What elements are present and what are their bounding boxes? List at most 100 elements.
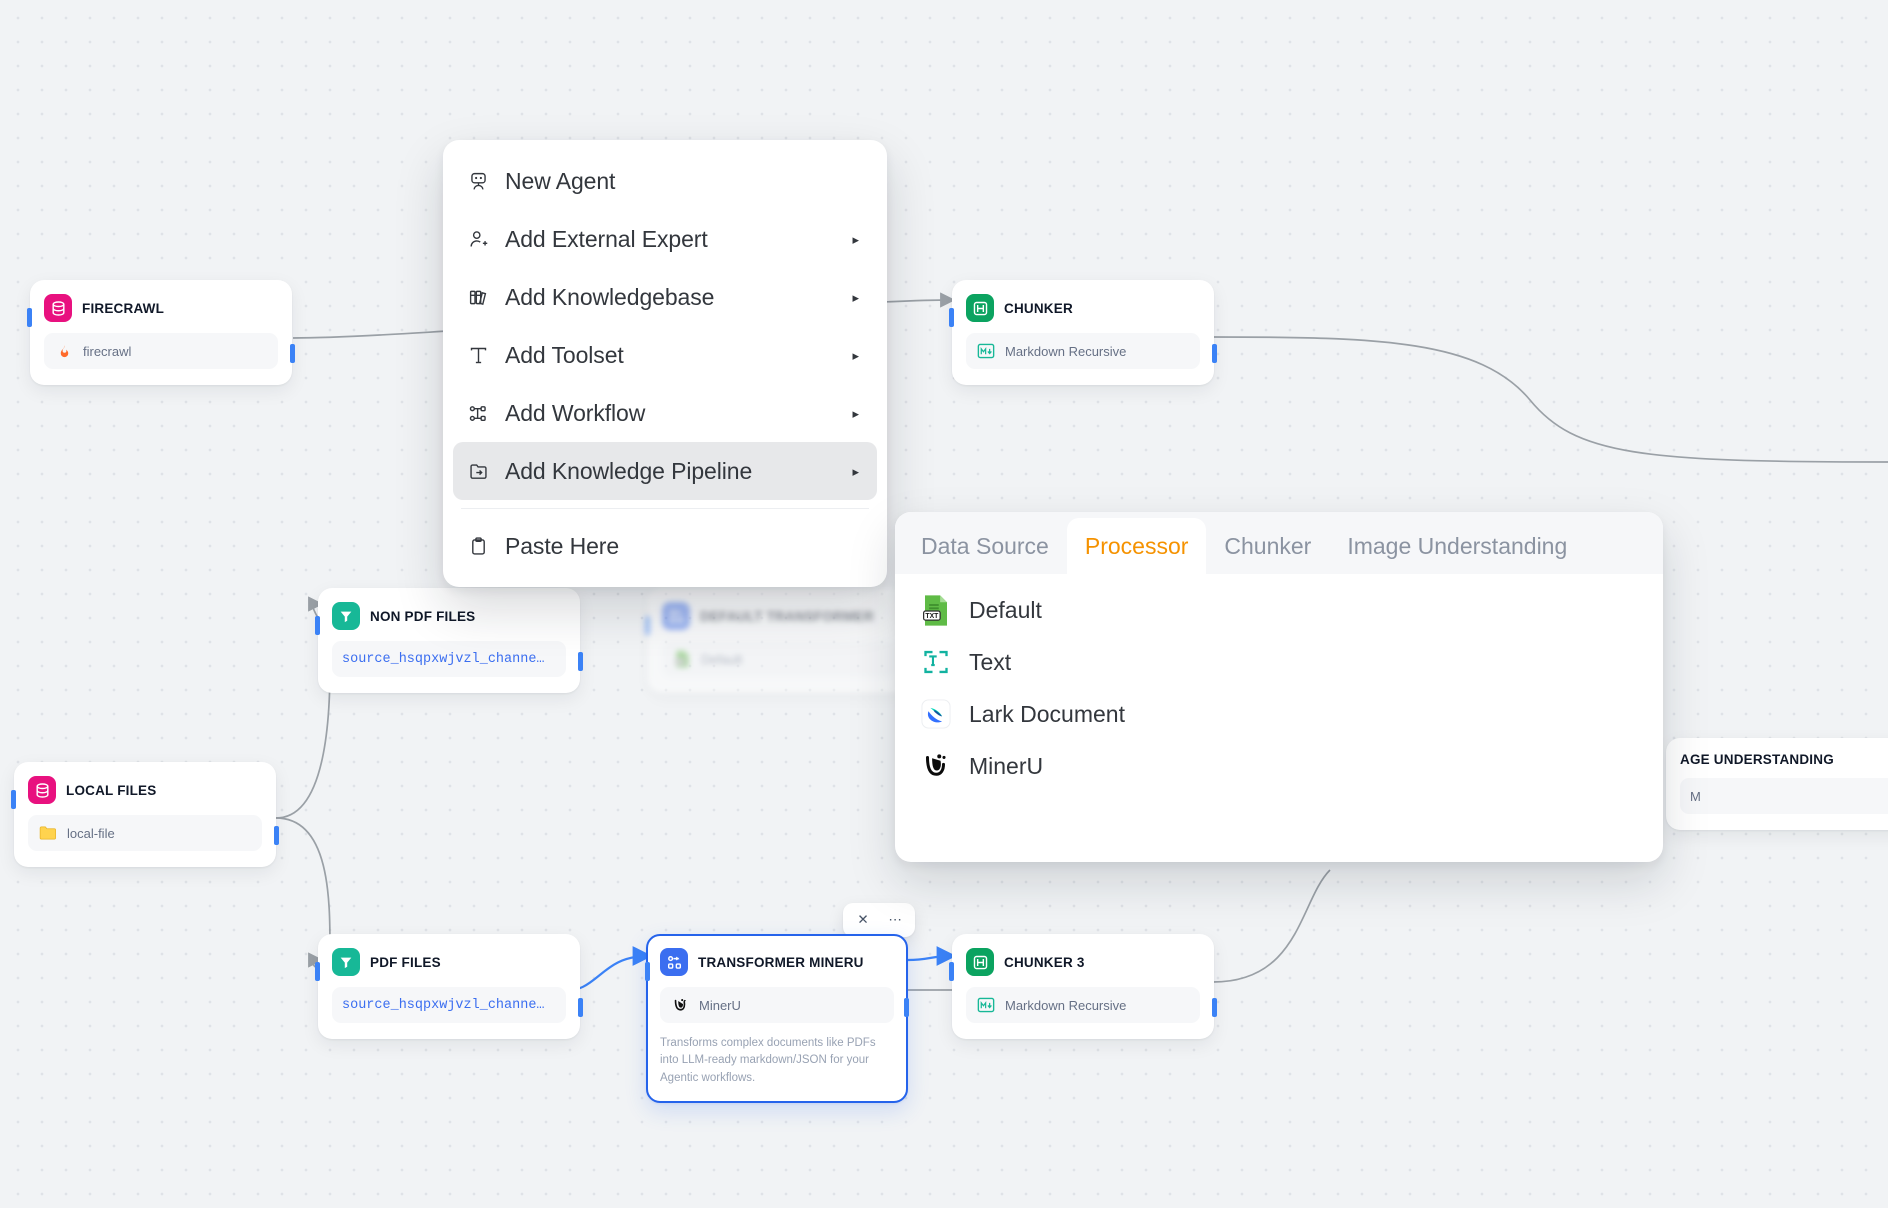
chevron-right-icon: ▸ (852, 405, 859, 421)
node-title: NON PDF FILES (370, 608, 476, 624)
node-non-pdf-files[interactable]: NON PDF FILES source_hsqpxwjvzl_channe… (315, 588, 583, 693)
mineru-icon (919, 749, 953, 783)
node-header: CHUNKER 3 (966, 948, 1200, 976)
database-icon (44, 294, 72, 322)
input-handle[interactable] (645, 616, 650, 635)
node-header: LOCAL FILES (28, 776, 262, 804)
output-handle[interactable] (1212, 998, 1217, 1017)
mineru-icon (670, 995, 690, 1015)
node-row[interactable]: firecrawl (44, 333, 278, 369)
clipboard-icon (467, 535, 489, 557)
node-transformer-mineru[interactable]: TRANSFORMER MINERU MinerU Transforms com… (645, 934, 909, 1103)
flame-icon (54, 341, 74, 361)
node-header: PDF FILES (332, 948, 566, 976)
menu-item-add-toolset[interactable]: Add Toolset ▸ (453, 326, 877, 384)
node-firecrawl[interactable]: FIRECRAWL firecrawl (27, 280, 295, 385)
svg-text:TXT: TXT (676, 659, 684, 664)
pipeline-icon (467, 460, 489, 482)
filter-icon (332, 948, 360, 976)
node-header: NON PDF FILES (332, 602, 566, 630)
node-chunker-3[interactable]: CHUNKER 3 Markdown Recursive (949, 934, 1217, 1039)
output-handle[interactable] (904, 998, 909, 1017)
processor-option-label: Default (969, 596, 1042, 623)
output-handle[interactable] (578, 652, 583, 671)
output-handle[interactable] (578, 998, 583, 1017)
context-menu[interactable]: New Agent Add External Expert ▸ (443, 140, 887, 587)
node-local-files[interactable]: LOCAL FILES local-file (11, 762, 279, 867)
node-header: AGE UNDERSTANDING (1680, 752, 1888, 767)
transformer-icon (660, 948, 688, 976)
node-row-text: local-file (67, 825, 115, 841)
chunker-icon (966, 294, 994, 322)
node-row[interactable]: M (1680, 778, 1888, 814)
close-icon[interactable]: ✕ (849, 906, 877, 934)
node-title: AGE UNDERSTANDING (1680, 752, 1834, 767)
processor-option-lark-document[interactable]: Lark Document (895, 688, 1663, 740)
node-row[interactable]: TXT Default (662, 641, 896, 677)
tab-image-understanding[interactable]: Image Understanding (1347, 532, 1568, 559)
menu-item-label: Add Knowledge Pipeline (505, 457, 753, 484)
node-default-transformer[interactable]: DEFAULT TRANSFORMER TXT Default (645, 588, 910, 693)
menu-item-label: Paste Here (505, 532, 620, 559)
tab-chunker[interactable]: Chunker (1224, 532, 1312, 559)
chevron-right-icon: ▸ (852, 289, 859, 305)
folder-icon (38, 823, 58, 843)
node-row[interactable]: Markdown Recursive (966, 987, 1200, 1023)
lark-icon (919, 697, 953, 731)
output-handle[interactable] (274, 826, 279, 845)
processor-option-mineru[interactable]: MinerU (895, 740, 1663, 792)
user-plus-icon (467, 228, 489, 250)
input-handle[interactable] (27, 308, 32, 327)
input-handle[interactable] (949, 962, 954, 981)
books-icon (467, 286, 489, 308)
node-row[interactable]: MinerU (660, 987, 894, 1023)
menu-item-label: Add External Expert (505, 225, 708, 252)
node-pdf-files[interactable]: PDF FILES source_hsqpxwjvzl_channe… (315, 934, 583, 1039)
input-handle[interactable] (315, 962, 320, 981)
tab-processor[interactable]: Processor (1066, 518, 1207, 574)
markdown-icon (976, 995, 996, 1015)
menu-item-paste-here[interactable]: Paste Here (453, 517, 877, 575)
workflow-icon (467, 402, 489, 424)
node-header: DEFAULT TRANSFORMER (662, 602, 896, 630)
more-icon[interactable]: ⋯ (881, 906, 909, 934)
node-image-understanding[interactable]: AGE UNDERSTANDING M (1666, 738, 1888, 830)
node-description: Transforms complex documents like PDFs i… (660, 1037, 876, 1084)
node-toolbar[interactable]: ✕ ⋯ (843, 903, 915, 937)
node-title: CHUNKER (1004, 300, 1073, 316)
output-handle[interactable] (290, 344, 295, 363)
menu-item-add-knowledge-pipeline[interactable]: Add Knowledge Pipeline ▸ (453, 442, 877, 500)
input-handle[interactable] (315, 616, 320, 635)
panel-body: TXT Default Text (895, 574, 1663, 792)
input-handle[interactable] (645, 962, 650, 981)
menu-item-label: Add Knowledgebase (505, 283, 715, 310)
node-chunker[interactable]: CHUNKER Markdown Recursive (949, 280, 1217, 385)
menu-item-add-external-expert[interactable]: Add External Expert ▸ (453, 210, 877, 268)
node-title: TRANSFORMER MINERU (698, 954, 864, 970)
menu-item-add-workflow[interactable]: Add Workflow ▸ (453, 384, 877, 442)
menu-item-add-knowledgebase[interactable]: Add Knowledgebase ▸ (453, 268, 877, 326)
menu-item-label: Add Workflow (505, 399, 646, 426)
txt-file-icon: TXT (919, 593, 953, 627)
txt-file-icon: TXT (672, 649, 692, 669)
processor-option-default[interactable]: TXT Default (895, 584, 1663, 636)
chevron-right-icon: ▸ (852, 347, 859, 363)
node-row-text: source_hsqpxwjvzl_channe… (342, 997, 545, 1013)
toolset-icon (467, 344, 489, 366)
node-row[interactable]: source_hsqpxwjvzl_channe… (332, 641, 566, 677)
node-row-text: source_hsqpxwjvzl_channe… (342, 651, 545, 667)
pipeline-submenu-panel[interactable]: Data Source Processor Chunker Image Unde… (895, 512, 1663, 862)
input-handle[interactable] (949, 308, 954, 327)
output-handle[interactable] (1212, 344, 1217, 363)
menu-item-new-agent[interactable]: New Agent (453, 152, 877, 210)
input-handle[interactable] (11, 790, 16, 809)
node-row[interactable]: Markdown Recursive (966, 333, 1200, 369)
panel-tabbar[interactable]: Data Source Processor Chunker Image Unde… (895, 512, 1663, 574)
text-box-icon (919, 645, 953, 679)
processor-option-text[interactable]: Text (895, 636, 1663, 688)
tab-data-source[interactable]: Data Source (921, 532, 1049, 559)
node-row[interactable]: source_hsqpxwjvzl_channe… (332, 987, 566, 1023)
menu-divider (461, 508, 869, 509)
node-row[interactable]: local-file (28, 815, 262, 851)
